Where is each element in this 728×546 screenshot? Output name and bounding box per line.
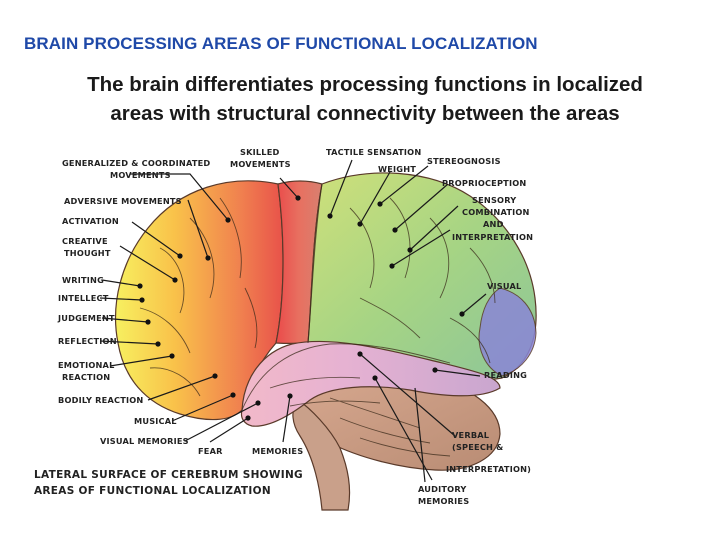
label-auditory-memories: MEMORIES	[418, 496, 469, 506]
label-combination: COMBINATION	[462, 207, 530, 217]
label-visual-memories: VISUAL MEMORIES	[100, 436, 189, 446]
label-interpretation: INTERPRETATION	[452, 232, 533, 242]
occipital-pole	[478, 287, 537, 377]
brainstem	[292, 399, 351, 511]
label-adversive-movements: ADVERSIVE MOVEMENTS	[64, 196, 182, 206]
figure-caption-line-1: LATERAL SURFACE OF CEREBRUM SHOWING	[34, 469, 303, 481]
slide-subtitle: The brain differentiates processing func…	[30, 70, 700, 128]
slide-title: BRAIN PROCESSING AREAS OF FUNCTIONAL LOC…	[24, 34, 538, 53]
subtitle-line-1: The brain differentiates processing func…	[87, 73, 643, 96]
label-skilled-movements: SKILLED	[240, 147, 280, 157]
label-judgement: JUDGEMENT	[57, 313, 115, 323]
label-memories: MEMORIES	[252, 446, 303, 456]
brain-diagram: GENERALIZED & COORDINATED MOVEMENTS SKIL…	[34, 147, 537, 511]
label-bodily-reaction: BODILY REACTION	[58, 395, 143, 405]
leader-lines	[99, 159, 487, 483]
label-tactile-sensation: TACTILE SENSATION	[326, 147, 421, 157]
label-generalized-movements-2: MOVEMENTS	[110, 170, 171, 180]
area-labels: GENERALIZED & COORDINATED MOVEMENTS SKIL…	[57, 147, 533, 506]
label-creative-thought: CREATIVE	[62, 236, 108, 246]
label-proprioception: PROPRIOCEPTION	[442, 178, 526, 188]
lateral-fissure	[241, 343, 451, 411]
central-sulcus	[307, 183, 323, 344]
label-stereognosis: STEREOGNOSIS	[427, 156, 501, 166]
subtitle-line-2: areas with structural connectivity betwe…	[110, 102, 620, 125]
label-auditory: AUDITORY	[418, 484, 467, 494]
label-visual: VISUAL	[487, 281, 521, 291]
label-reading: READING	[484, 370, 527, 380]
label-writing: WRITING	[62, 275, 104, 285]
gyrus-lines	[139, 197, 496, 457]
temporal-lobe	[240, 340, 501, 427]
label-emotional-reaction-2: REACTION	[62, 372, 110, 382]
label-speech: (SPEECH &	[452, 442, 503, 452]
label-and: AND	[483, 219, 504, 229]
label-intellect: INTELLECT	[58, 293, 109, 303]
label-weight: WEIGHT	[378, 164, 416, 174]
label-creative-thought-2: THOUGHT	[64, 248, 111, 258]
label-skilled-movements-2: MOVEMENTS	[230, 159, 291, 169]
label-verbal-interpretation: INTERPRETATION)	[446, 464, 531, 474]
label-emotional-reaction: EMOTIONAL	[58, 360, 115, 370]
brain-illustration	[115, 172, 537, 511]
label-musical: MUSICAL	[134, 416, 177, 426]
label-sensory: SENSORY	[472, 195, 517, 205]
label-verbal: VERBAL	[452, 430, 489, 440]
label-generalized-movements: GENERALIZED & COORDINATED	[62, 158, 210, 168]
label-fear: FEAR	[198, 446, 223, 456]
figure-caption-line-2: AREAS OF FUNCTIONAL LOCALIZATION	[34, 485, 271, 497]
label-reflection: REFLECTION	[58, 336, 117, 346]
label-activation: ACTIVATION	[62, 216, 119, 226]
